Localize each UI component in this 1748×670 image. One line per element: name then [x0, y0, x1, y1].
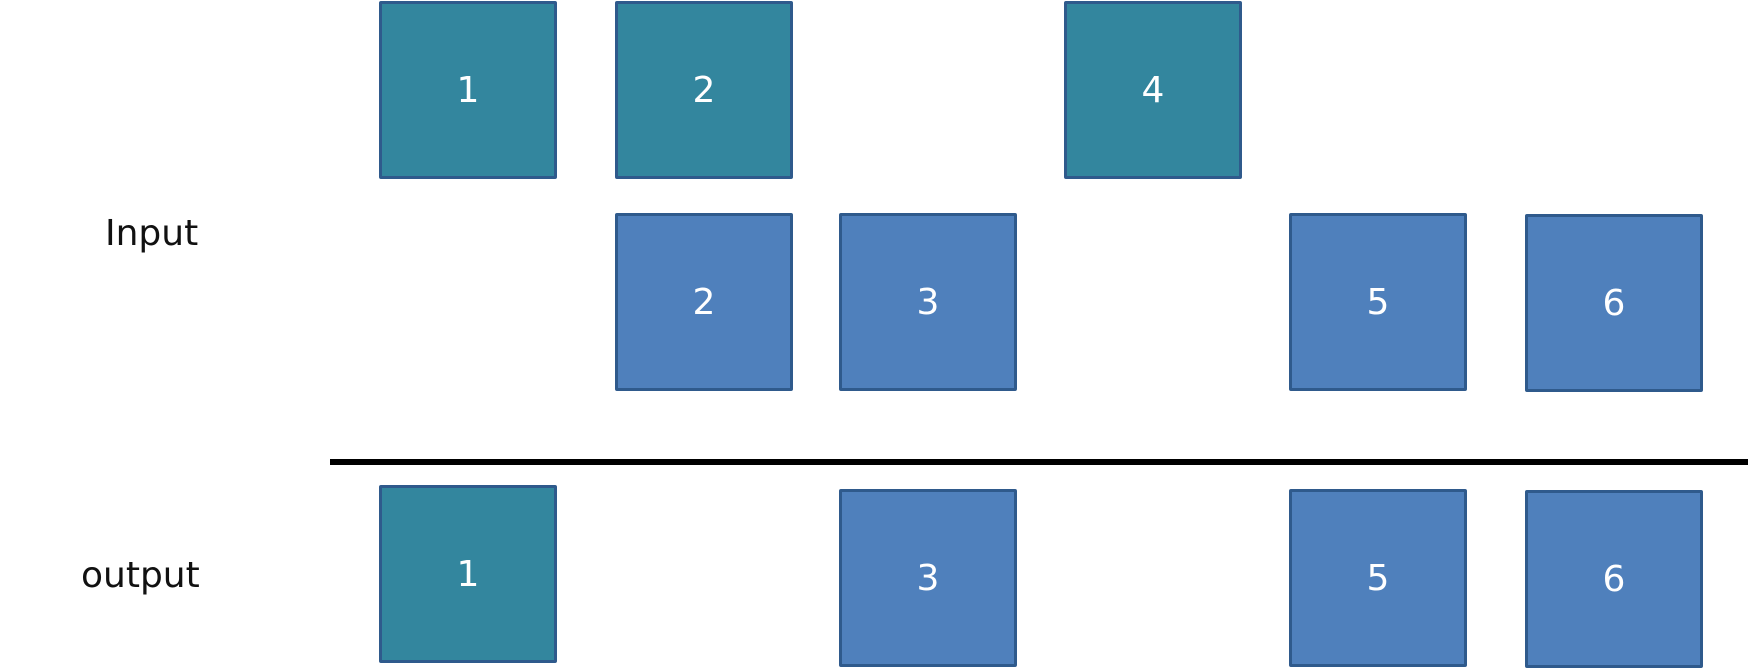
divider-line [330, 459, 1748, 465]
input-row1-box: 1 [379, 1, 557, 179]
output-box: 6 [1525, 490, 1703, 668]
input-row1-box: 4 [1064, 1, 1242, 179]
output-box: 1 [379, 485, 557, 663]
input-row2-box: 3 [839, 213, 1017, 391]
input-row2-box: 2 [615, 213, 793, 391]
input-row1-box: 2 [615, 1, 793, 179]
output-label: output [81, 555, 200, 596]
input-row2-box: 6 [1525, 214, 1703, 392]
output-box: 5 [1289, 489, 1467, 667]
output-box: 3 [839, 489, 1017, 667]
input-label: Input [105, 213, 199, 254]
input-row2-box: 5 [1289, 213, 1467, 391]
